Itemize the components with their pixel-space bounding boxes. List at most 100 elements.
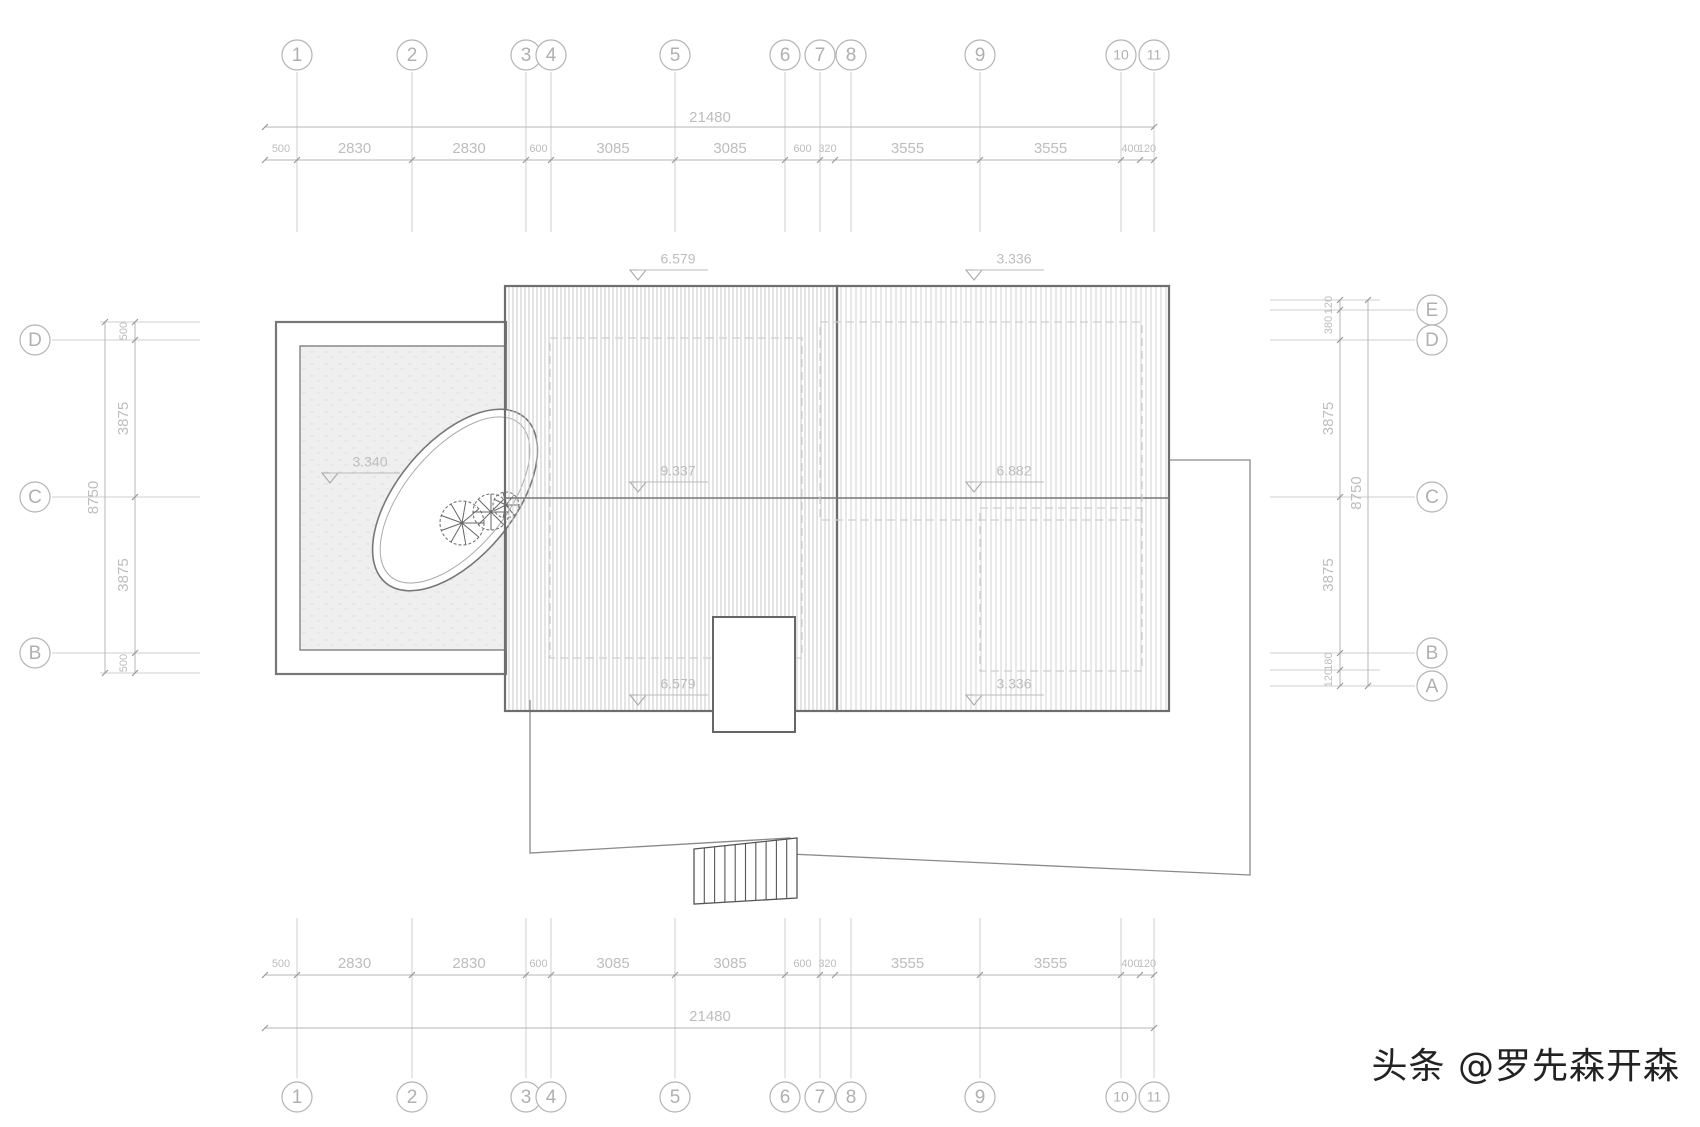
axis-bubble-icon [964,1081,996,1113]
dim-bottom-segments-tick [261,971,269,979]
tree-canopy-branch [477,511,492,526]
dim-bottom-segments-segment: 3555 [891,955,924,972]
dim-bottom-segments-segment: 500 [272,958,290,970]
dim-overall-tick [261,1024,269,1032]
tree-canopy-branch [490,511,505,526]
axis-label-top-8: 8 [846,45,857,66]
dim-top-segments-tick [408,156,416,164]
dim-top-segments-segment: 500 [272,143,290,155]
tree-canopy-branch [461,501,467,524]
axis-label-top-5: 5 [670,45,681,66]
axis-label-top-10: 10 [1113,47,1129,63]
dim-top-segments-tick [976,156,984,164]
dim-right-tick [1336,666,1344,674]
dim-bottom-segments-tick [976,971,984,979]
axis-label-bottom-10: 10 [1113,1089,1129,1105]
dim-right-segment: 120 [1323,669,1335,687]
dim-bottom-segments-tick [547,971,555,979]
axis-label-top-1: 1 [292,45,303,66]
dim-top-segments-tick [781,156,789,164]
dim-bottom-segments-tick [408,971,416,979]
axis-label-bottom-5: 5 [670,1087,681,1108]
axis-label-left-B: B [29,643,42,664]
level-mid-right: 6.882 [996,463,1031,479]
axis-label-bottom-11: 11 [1147,1089,1162,1105]
dim-bottom-segments-tick [671,971,679,979]
axis-bubble-icon [1416,324,1448,356]
main-roof [503,284,1171,733]
dim-top-segments-tick [816,156,824,164]
dim-overall-tick [1150,123,1158,131]
dim-top-segments-tick [522,156,530,164]
axis-label-right-D: D [1425,330,1439,351]
axis-bubble-icon [281,39,313,71]
roof-hatch-box [712,616,796,733]
dim-left-segment: 500 [118,322,130,340]
axis-bubble-icon [396,39,428,71]
axis-label-right-B: B [1426,643,1439,664]
dim-top-segments-segment: 2830 [452,140,485,157]
axis-bubble-icon [1138,39,1170,71]
dim-bottom-segments-segment: 3555 [1034,955,1067,972]
axis-label-bottom-7: 7 [815,1087,826,1108]
axis-bubble-icon [835,39,867,71]
dim-bottom-segments-tick [1136,971,1144,979]
level-eave-right-bottom: 3.336 [996,676,1031,692]
dim-top-segments-tick [671,156,679,164]
dim-right-tick [1336,682,1344,690]
dim-top-segments-tick [1150,156,1158,164]
dim-top-segments-tick [547,156,555,164]
axis-label-bottom-3: 3 [521,1087,532,1108]
level-ridge-right-top: 3.336 [996,251,1031,267]
axis-bubble-icon [535,1081,567,1113]
axis-bubble-icon [396,1081,428,1113]
dim-left-tick [131,493,139,501]
dim-top-segments-segment: 320 [818,143,836,155]
axis-bubble-icon [659,1081,691,1113]
dim-bottom-segments-segment: 3085 [596,955,629,972]
dim-bottom-segments-tick [1150,971,1158,979]
axis-label-top-11: 11 [1147,47,1162,63]
tree-canopy-branch [461,522,480,538]
axis-label-right-E: E [1426,300,1439,321]
dim-top-segments-tick [293,156,301,164]
axis-bubble-icon [964,39,996,71]
axis-bubble-icon [659,39,691,71]
dim-top-segments-segment: 600 [529,143,547,155]
dim-bottom-segments-tick [781,971,789,979]
dim-right-tick [1336,306,1344,314]
dim-right-overall: 8750 [1348,476,1365,509]
dim-right-tick [1336,296,1344,304]
tree-canopy-branch [461,522,467,545]
dim-left-segment: 3875 [115,402,132,435]
dim-top-segments-segment: 2830 [338,140,371,157]
axis-bubble-icon [535,39,567,71]
axis-bubble-icon [804,39,836,71]
level-mid-left: 9.337 [660,463,695,479]
dim-top-segments-segment: 120 [1138,143,1156,155]
tree-canopy-branch [441,522,463,531]
watermark: 头条 @罗先森开森 [1371,1046,1680,1087]
dim-bottom-segments-segment: 320 [818,958,836,970]
tree-canopy-branch [450,522,463,543]
dim-right-tick [1336,493,1344,501]
dim-right-segment: 380 [1323,316,1335,334]
level-eave-left-bottom: 6.579 [660,676,695,692]
level-ridge-left-top: 6.579 [660,251,695,267]
axis-bubble-icon [1416,481,1448,513]
stair-icon [693,837,798,905]
dim-bottom-segments-tick [816,971,824,979]
dim-left-segment: 500 [118,654,130,672]
tree-canopy-branch [450,503,463,524]
axis-label-left-C: C [28,487,42,508]
dim-right-tick [1336,336,1344,344]
axis-label-top-7: 7 [815,45,826,66]
level-triangle-icon [964,269,984,281]
axis-label-bottom-9: 9 [975,1087,986,1108]
axis-bubble-icon [804,1081,836,1113]
axis-label-top-4: 4 [546,45,557,66]
dim-right-tick [1336,649,1344,657]
axis-bubble-icon [281,1081,313,1113]
